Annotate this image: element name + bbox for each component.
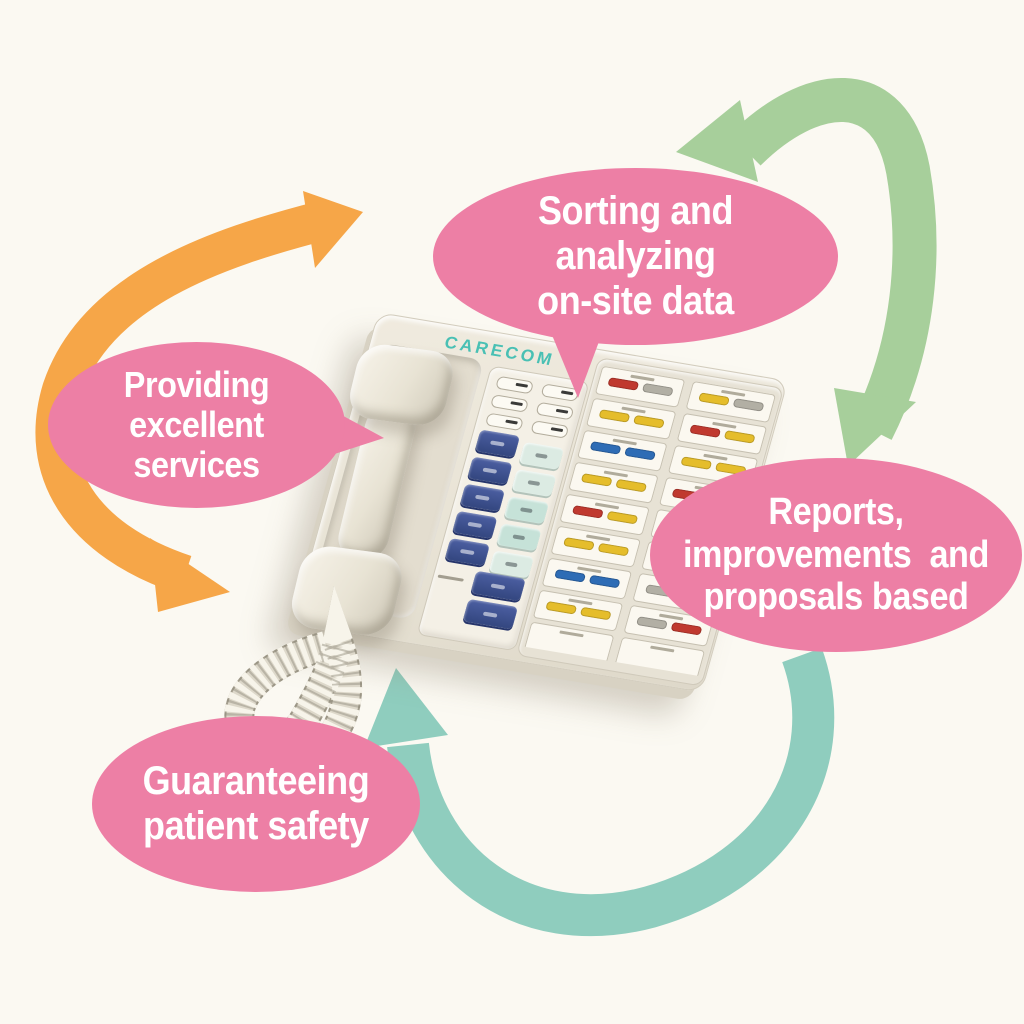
bubble-line: improvements and <box>683 533 989 576</box>
bubble-line: Providing <box>123 363 270 405</box>
orange-arrow-head-top <box>303 191 363 268</box>
green-arrow-head-left <box>676 100 758 182</box>
bubble-patient-safety: Guaranteeing patient safety <box>92 716 420 892</box>
bubble-line: Reports, <box>768 491 904 534</box>
bubble-reports-proposals: Reports, improvements and proposals base… <box>650 458 1022 652</box>
green-arrow-ribbon <box>729 78 937 440</box>
teal-arrow-ribbon <box>387 647 835 937</box>
bubble-line: Sorting and analyzing <box>537 189 743 279</box>
teal-arrow-head <box>364 668 448 748</box>
bubble-excellent-services: Providing excellent services <box>48 342 345 508</box>
bubble-line: proposals based <box>703 576 969 619</box>
bubble-line: patient safety <box>143 804 369 848</box>
orange-arrow-head-bottom <box>150 538 230 612</box>
bubble-sorting-data: Sorting and analyzing on-site data <box>433 168 838 345</box>
green-arrow-head-bottom <box>834 388 916 466</box>
bubble-line: on-site data <box>537 278 734 323</box>
bubble-line: excellent services <box>129 403 273 486</box>
bubble-line: Guaranteeing <box>142 759 370 804</box>
